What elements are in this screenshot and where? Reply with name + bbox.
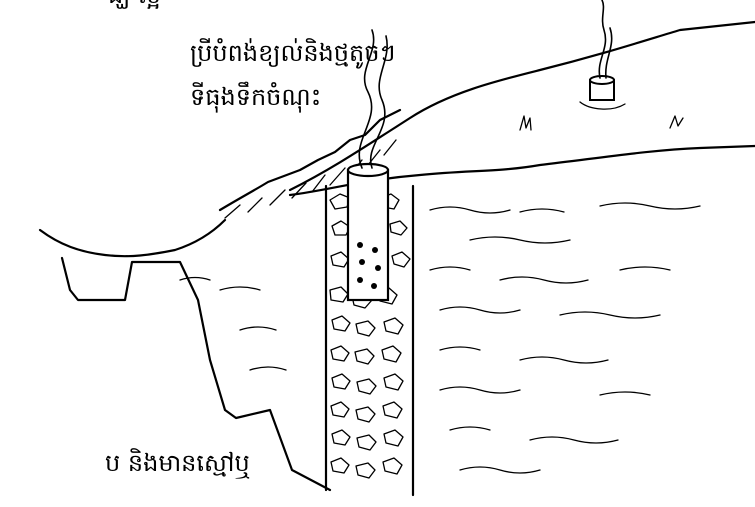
second-pipe	[580, 76, 625, 109]
caption-line-1: ប្រីបំពង់ខ្យល់និងថ្មតូចៗ	[190, 38, 395, 68]
second-smoke-plume	[599, 0, 611, 78]
caption-bottom-fragment: ប និងមានស្មៅឬ	[105, 448, 250, 478]
caption-line-2: ទីធុងទឹកចំណុះ	[190, 82, 321, 112]
soil-texture	[180, 203, 700, 473]
grass-tuft	[520, 116, 683, 130]
vent-pipe	[348, 164, 388, 300]
caption-top-fragment: ង្ឃ ល្អ	[108, 0, 161, 10]
ditch-rim	[40, 220, 225, 256]
